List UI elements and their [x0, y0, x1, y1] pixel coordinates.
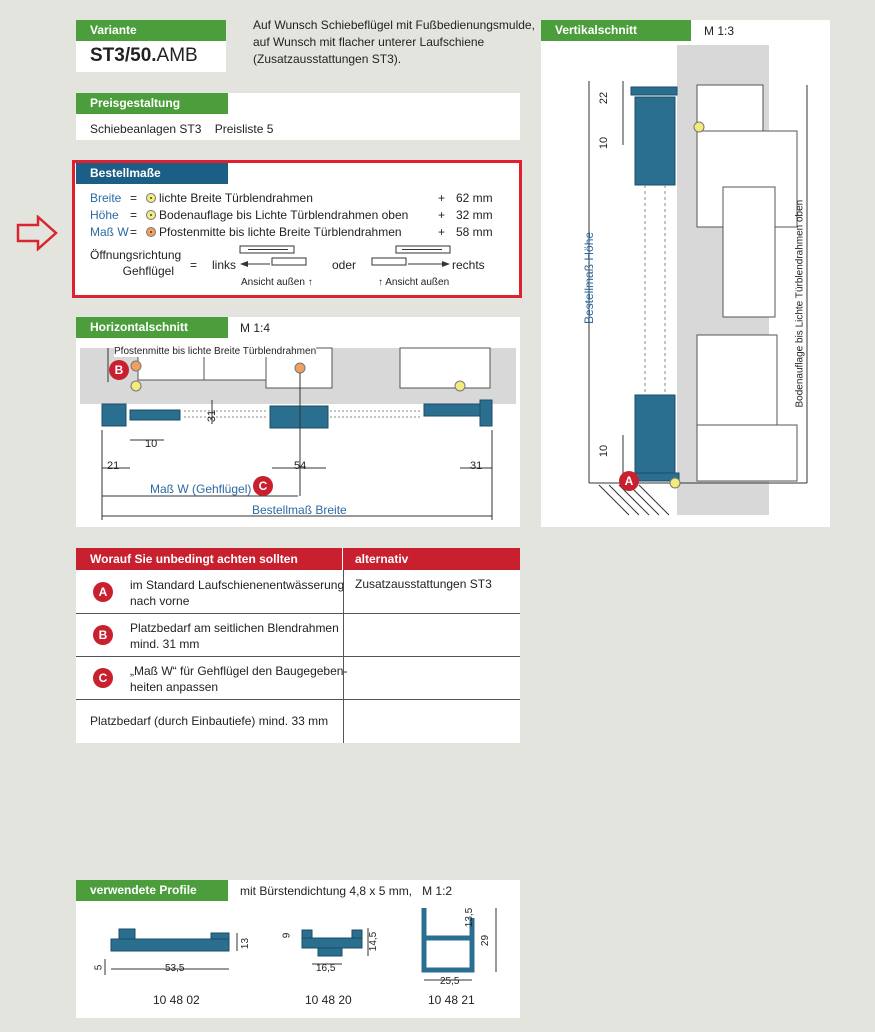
dim-10: 10 — [145, 438, 158, 450]
profile-10-48-02-drawing — [104, 928, 238, 975]
profile-2-dim-9: 9 — [281, 932, 293, 939]
arrow-up-icon: ↑ — [378, 277, 383, 288]
notes-row-divider — [76, 656, 520, 657]
dim-31: 31 — [470, 460, 483, 472]
dim-54: 54 — [294, 460, 307, 472]
opening-right-diagram — [371, 245, 451, 267]
pricing-text: Schiebeanlagen ST3 Preisliste 5 — [90, 122, 274, 136]
opening-direction-label: Öffnungsrichtung Gehflügel — [90, 248, 182, 278]
notes-header-divider — [342, 548, 343, 570]
profile-3-dim-13-5: 13,5 — [464, 907, 476, 928]
note-badge-c: C — [93, 668, 113, 688]
arrow-right-outline-icon — [16, 214, 60, 256]
mass-w-label: Maß W (Gehflügel) — [150, 482, 252, 496]
horizontal-section-scale: M 1:4 — [240, 321, 271, 335]
profile-3-dim-29: 29 — [480, 934, 492, 947]
boden-label: Bodenauflage bis Lichte Türblendrahmen o… — [794, 199, 806, 408]
opening-or-label: oder — [332, 258, 357, 272]
dim-21: 21 — [107, 460, 120, 472]
dim-10-bottom: 10 — [598, 444, 611, 458]
note-a-alt: Zusatzausstattungen ST3 — [355, 577, 492, 591]
profile-2-code: 10 48 20 — [305, 993, 352, 1007]
variant-code: ST3/50.AMB — [90, 45, 198, 66]
view-outside-left: Ansicht außen ↑ — [241, 277, 313, 288]
opening-right-label: rechts — [452, 258, 485, 272]
note-badge-a: A — [93, 582, 113, 602]
profile-1-code: 10 48 02 — [153, 993, 200, 1007]
horizontal-section-tag: Horizontalschnitt — [76, 317, 228, 338]
vertical-section-scale: M 1:3 — [704, 24, 735, 38]
dim-10-top: 10 — [598, 136, 611, 150]
profile-10-48-21-drawing — [421, 908, 497, 981]
vertical-section-tag: Vertikalschnitt — [541, 20, 691, 41]
opening-left-label: links — [212, 258, 237, 272]
profile-2-dim-16-5: 16,5 — [316, 963, 336, 974]
order-row-hoehe: Höhe = Bodenauflage bis Lichte Türblendr… — [90, 208, 493, 222]
order-row-mass-w: Maß W = Pfostenmitte bis lichte Breite T… — [90, 225, 493, 239]
horizontal-callout: Pfostenmitte bis lichte Breite Türblendr… — [114, 346, 317, 357]
note-last-text: Platzbedarf (durch Einbautiefe) mind. 33… — [90, 714, 329, 728]
note-b-text: Platzbedarf am seitlichen Blendrahmen mi… — [130, 621, 339, 651]
notes-header — [76, 548, 520, 570]
profile-1-dim-5: 5 — [93, 964, 105, 971]
circle-marker-yellow-icon — [146, 210, 156, 220]
profile-3-dim-25-5: 25,5 — [440, 976, 460, 987]
vertical-section-drawing — [588, 45, 808, 516]
badge-c: C — [253, 476, 273, 496]
profile-3-code: 10 48 21 — [428, 993, 475, 1007]
profiles-subtitle: mit Bürstendichtung 4,8 x 5 mm, M 1:2 — [240, 884, 453, 898]
dim-31-vertical: 31 — [206, 409, 219, 423]
variant-description: Auf Wunsch Schiebeflügel mit Fußbedienun… — [253, 18, 535, 66]
bestell-hoehe-label: Bestellmaß Höhe — [582, 231, 596, 324]
badge-b: B — [109, 360, 129, 380]
profile-1-dim-53-5: 53,5 — [165, 963, 185, 974]
horizontal-section-drawing — [80, 347, 516, 520]
profile-2-dim-14-5: 14,5 — [368, 931, 380, 952]
order-tag: Bestellmaße — [76, 163, 228, 184]
variant-tag: Variante — [76, 20, 226, 41]
opening-eq: = — [190, 258, 198, 272]
dim-22: 22 — [598, 91, 611, 105]
view-outside-right: ↑ Ansicht außen — [378, 277, 450, 288]
notes-card — [76, 548, 520, 743]
notes-header-right: alternativ — [355, 552, 409, 566]
note-badge-b: B — [93, 625, 113, 645]
note-a-text: im Standard Laufschienenentwässerung nac… — [130, 578, 345, 608]
circle-marker-yellow-icon — [146, 193, 156, 203]
notes-header-left: Worauf Sie unbedingt achten sollten — [90, 552, 298, 566]
profile-10-48-20-drawing — [301, 928, 369, 965]
arrow-up-icon: ↑ — [307, 277, 313, 288]
badge-a: A — [619, 471, 639, 491]
note-c-text: „Maß W“ für Gehflügel den Baugegeben- he… — [130, 664, 348, 694]
notes-row-divider — [76, 613, 520, 614]
bestell-breite-label: Bestellmaß Breite — [252, 503, 347, 517]
notes-row-divider — [76, 699, 520, 700]
profiles-tag: verwendete Profile — [76, 880, 228, 901]
opening-left-diagram — [239, 245, 307, 267]
pricing-tag: Preisgestaltung — [76, 93, 228, 114]
order-row-breite: Breite = lichte Breite Türblendrahmen + … — [90, 191, 493, 205]
circle-marker-orange-icon — [146, 227, 156, 237]
profile-1-dim-13: 13 — [240, 937, 252, 950]
